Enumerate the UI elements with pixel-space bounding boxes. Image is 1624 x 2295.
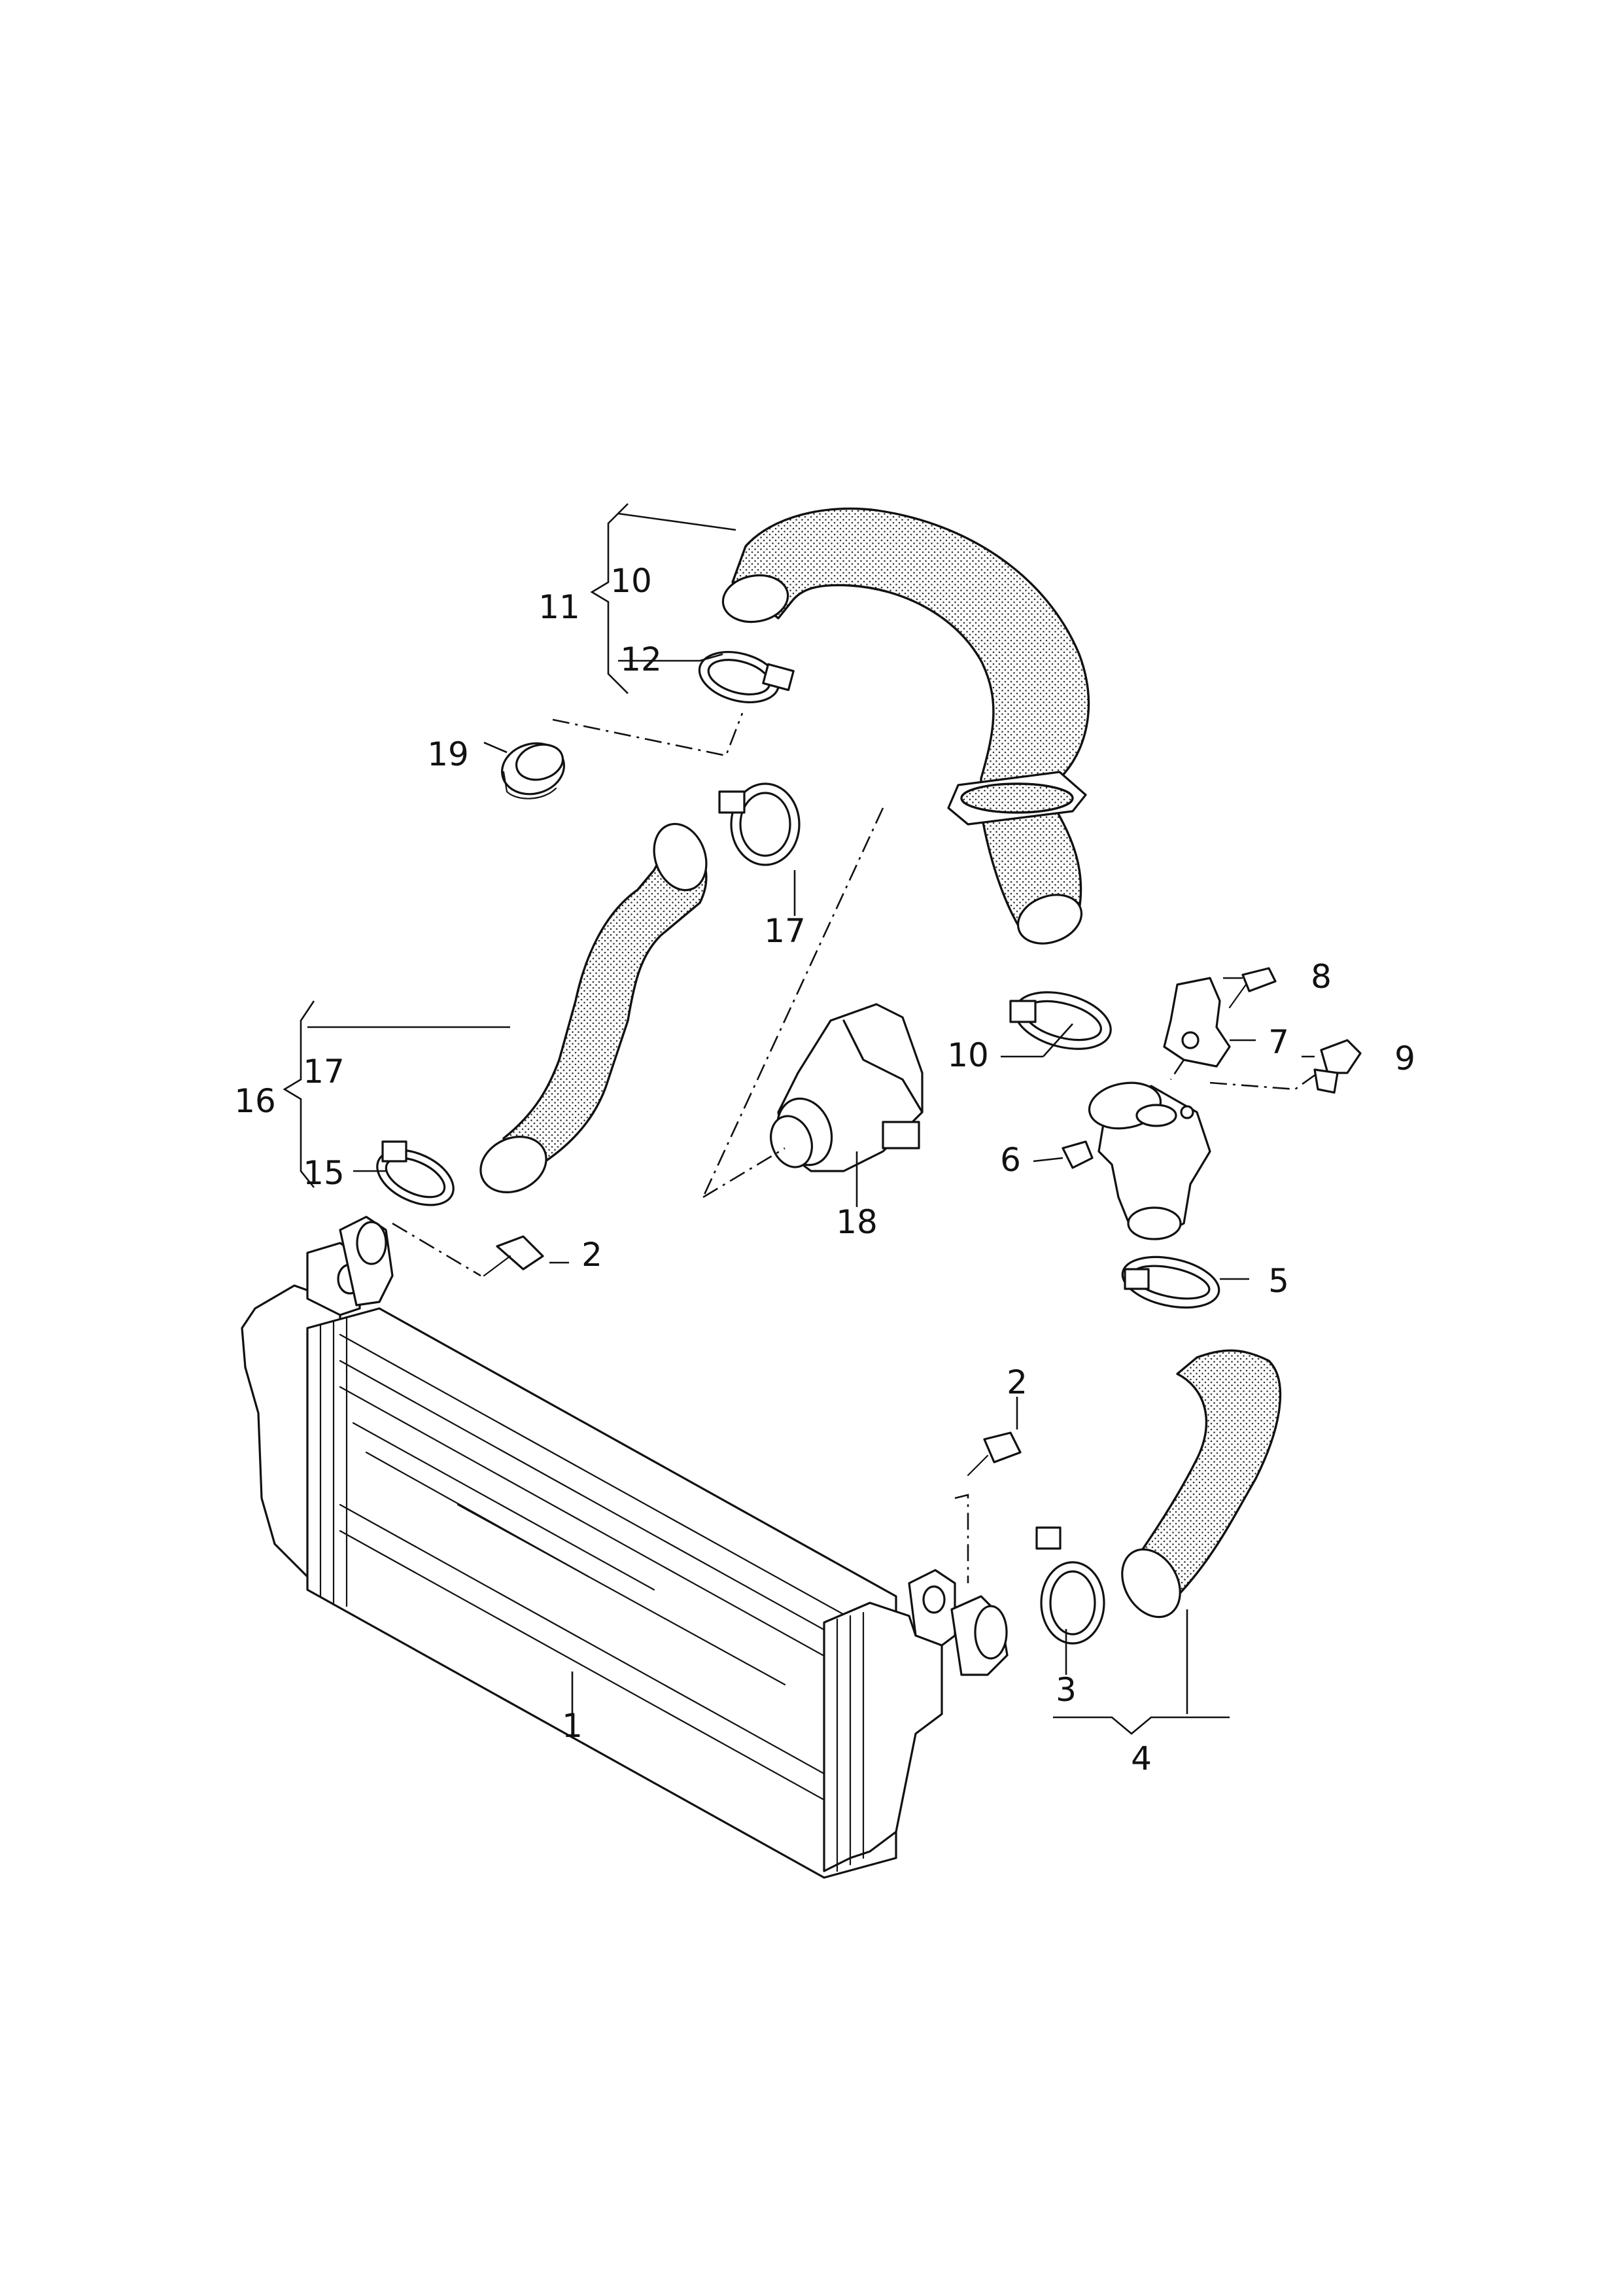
hose-clamp-3 [1035,1526,1105,1645]
callout-2-lower: 2 [1007,1363,1028,1401]
leader-lines [307,512,1315,1735]
hose-clamp-5 [1121,1255,1220,1309]
pressure-valve [770,1003,924,1172]
hose-clamp-17 [718,782,801,866]
callout-18: 18 [836,1203,878,1241]
callout-5: 5 [1268,1262,1289,1300]
callout-16: 16 [234,1082,276,1120]
callout-12: 12 [620,640,662,678]
bolt-2-upper [483,1235,544,1277]
charge-air-hose-lower [1121,1349,1282,1619]
hose-clamp-10-lower [1009,991,1112,1050]
callout-15: 15 [303,1154,345,1192]
hose-clamp-15 [376,1140,455,1206]
callout-1: 1 [562,1707,583,1745]
group-brace-11 [590,503,629,694]
dashed-connection-lines [392,712,1319,1583]
hose-clamp-12 [698,651,795,703]
charge-air-hose-middle [479,822,708,1193]
callout-6: 6 [1000,1141,1021,1179]
callout-9: 9 [1394,1040,1415,1077]
callout-17-left: 17 [303,1053,345,1091]
callout-8: 8 [1311,958,1332,996]
sensor-bracket [1163,977,1231,1068]
charge-air-hose-upper [721,507,1090,945]
callout-10-upper: 10 [610,562,652,600]
callout-2-upper: 2 [581,1236,602,1274]
charge-pipe [1088,1081,1211,1240]
callout-4: 4 [1131,1740,1152,1778]
callout-11: 11 [538,588,580,626]
callout-3: 3 [1056,1671,1077,1709]
plug [501,742,565,799]
callout-17-right: 17 [764,912,806,950]
clip-6 [1062,1140,1094,1169]
bolt-8 [1228,967,1277,1009]
group-brace-16 [283,1000,315,1188]
intercooler [241,1216,1009,1879]
callout-labels: 1 2 2 3 4 5 6 7 8 9 10 10 11 12 15 16 17… [234,562,1415,1778]
callout-7: 7 [1268,1023,1289,1061]
bolt-2-lower [967,1431,1022,1477]
clip-9 [1313,1039,1362,1094]
callout-19: 19 [427,735,469,773]
callout-10-lower: 10 [947,1036,989,1074]
